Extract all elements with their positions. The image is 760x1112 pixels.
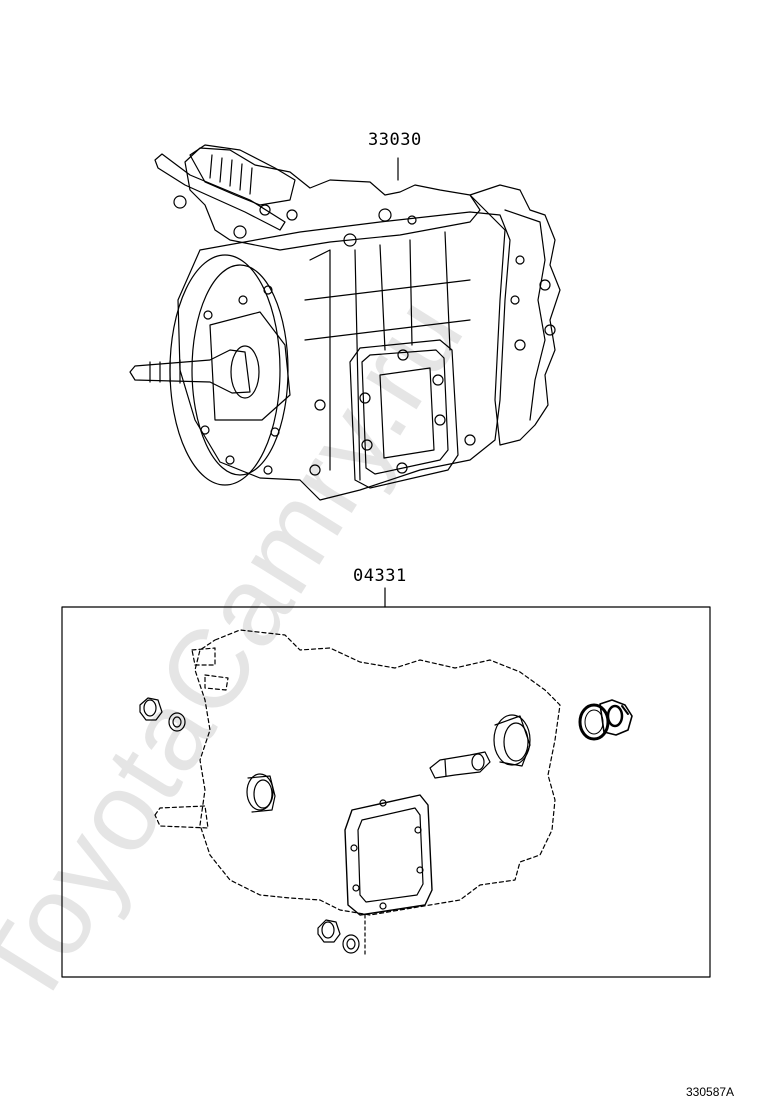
transmission-icon — [129, 144, 561, 501]
part-number-gasket-kit[interactable]: 04331 — [353, 566, 407, 586]
figure-code: 330587A — [686, 1085, 735, 1099]
gasket-kit-frame — [61, 587, 711, 978]
part-number-transmission[interactable]: 33030 — [368, 130, 422, 150]
gasket-kit-icon — [139, 629, 633, 956]
